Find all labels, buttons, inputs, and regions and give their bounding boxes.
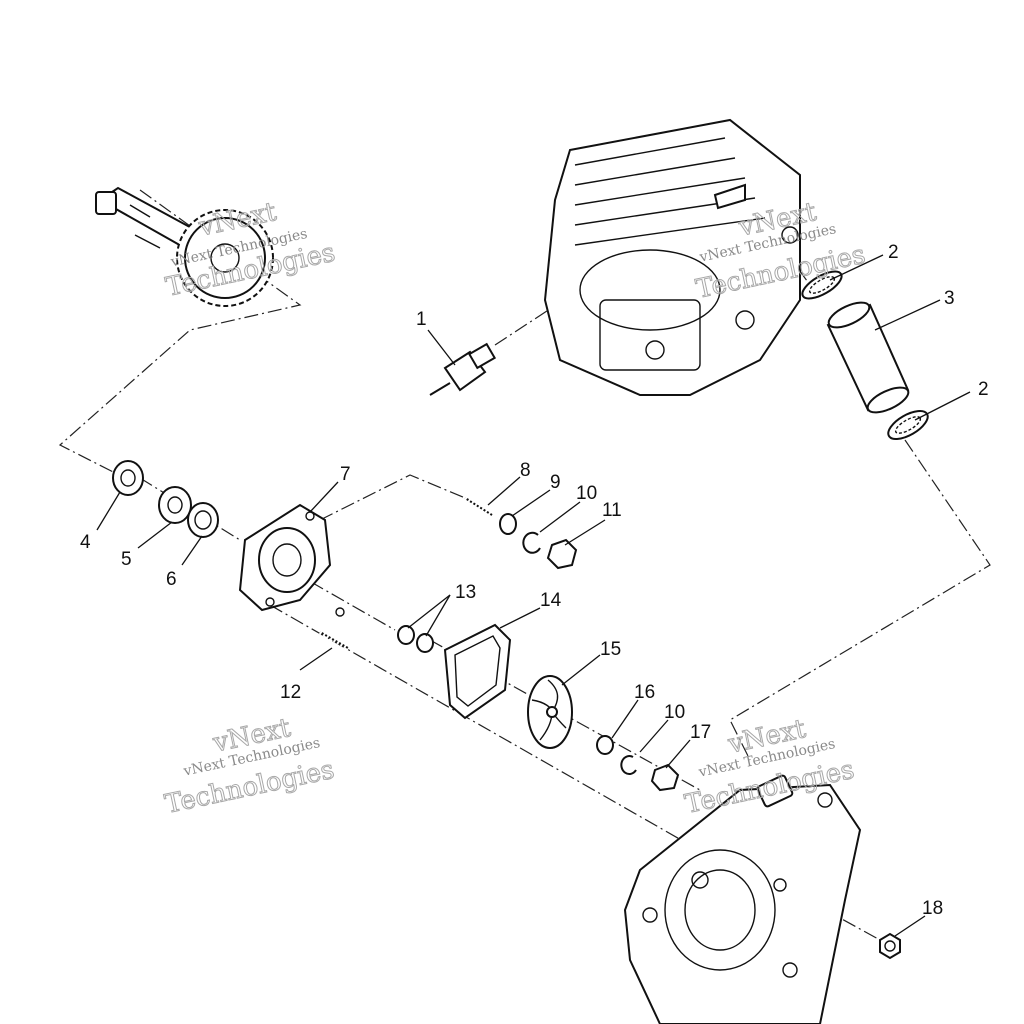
bolt-18 xyxy=(879,932,901,960)
callout-5: 5 xyxy=(121,549,132,570)
nut-17 xyxy=(650,763,680,792)
watermark-bottom-left: vNext vNext Technologies Technologies xyxy=(162,712,338,820)
leader-lines xyxy=(96,254,971,937)
pump-shaft-gear xyxy=(95,186,274,307)
assembly-line-stud-upper xyxy=(319,474,471,521)
callout-4: 4 xyxy=(80,532,91,553)
callout-17: 17 xyxy=(690,722,711,743)
callout-2-upper: 2 xyxy=(888,242,899,263)
stud-8 xyxy=(463,496,494,517)
assembly-line-shaft-axis xyxy=(289,569,396,631)
oil-seal-6 xyxy=(187,502,219,538)
coolant-hose xyxy=(826,301,910,414)
callout-6: 6 xyxy=(166,569,177,590)
callout-15: 15 xyxy=(600,639,621,660)
callout-2-lower: 2 xyxy=(978,379,989,400)
callout-18: 18 xyxy=(922,898,943,919)
callout-11: 11 xyxy=(602,500,622,521)
pump-housing xyxy=(238,503,345,617)
callout-14: 14 xyxy=(540,590,562,611)
callout-16: 16 xyxy=(634,682,655,703)
callout-numbers: 1 2 3 2 4 5 6 7 8 9 10 11 12 13 14 15 16… xyxy=(80,242,989,919)
nut-11 xyxy=(546,538,578,570)
clip-10-lower xyxy=(620,755,637,775)
callout-1: 1 xyxy=(416,309,427,330)
bearing-5 xyxy=(158,486,192,524)
hose-clamp-lower xyxy=(887,410,929,440)
hose-clamp-upper xyxy=(801,270,843,300)
callout-9: 9 xyxy=(550,472,561,493)
gasket-14 xyxy=(443,623,512,720)
crankcase-cover xyxy=(623,774,862,1024)
callout-8: 8 xyxy=(520,460,531,481)
callout-10-lower: 10 xyxy=(664,702,685,723)
assembly-line-hose-to-cover xyxy=(729,439,991,761)
assembly-line-housing-to-cover xyxy=(269,604,691,846)
callout-13: 13 xyxy=(455,582,476,603)
impeller-15 xyxy=(527,675,573,749)
washer-9 xyxy=(499,513,517,535)
mechanical-seal-13 xyxy=(397,625,434,653)
engine-cylinder xyxy=(543,118,801,396)
callout-12: 12 xyxy=(280,682,301,703)
callout-3: 3 xyxy=(944,288,955,309)
bearing-4 xyxy=(112,460,144,496)
washer-16 xyxy=(596,735,614,755)
stud-12 xyxy=(319,630,349,650)
clip-10-upper xyxy=(522,531,541,554)
temperature-sensor xyxy=(429,342,497,396)
callout-10-upper: 10 xyxy=(576,483,597,504)
callout-7: 7 xyxy=(340,464,351,485)
